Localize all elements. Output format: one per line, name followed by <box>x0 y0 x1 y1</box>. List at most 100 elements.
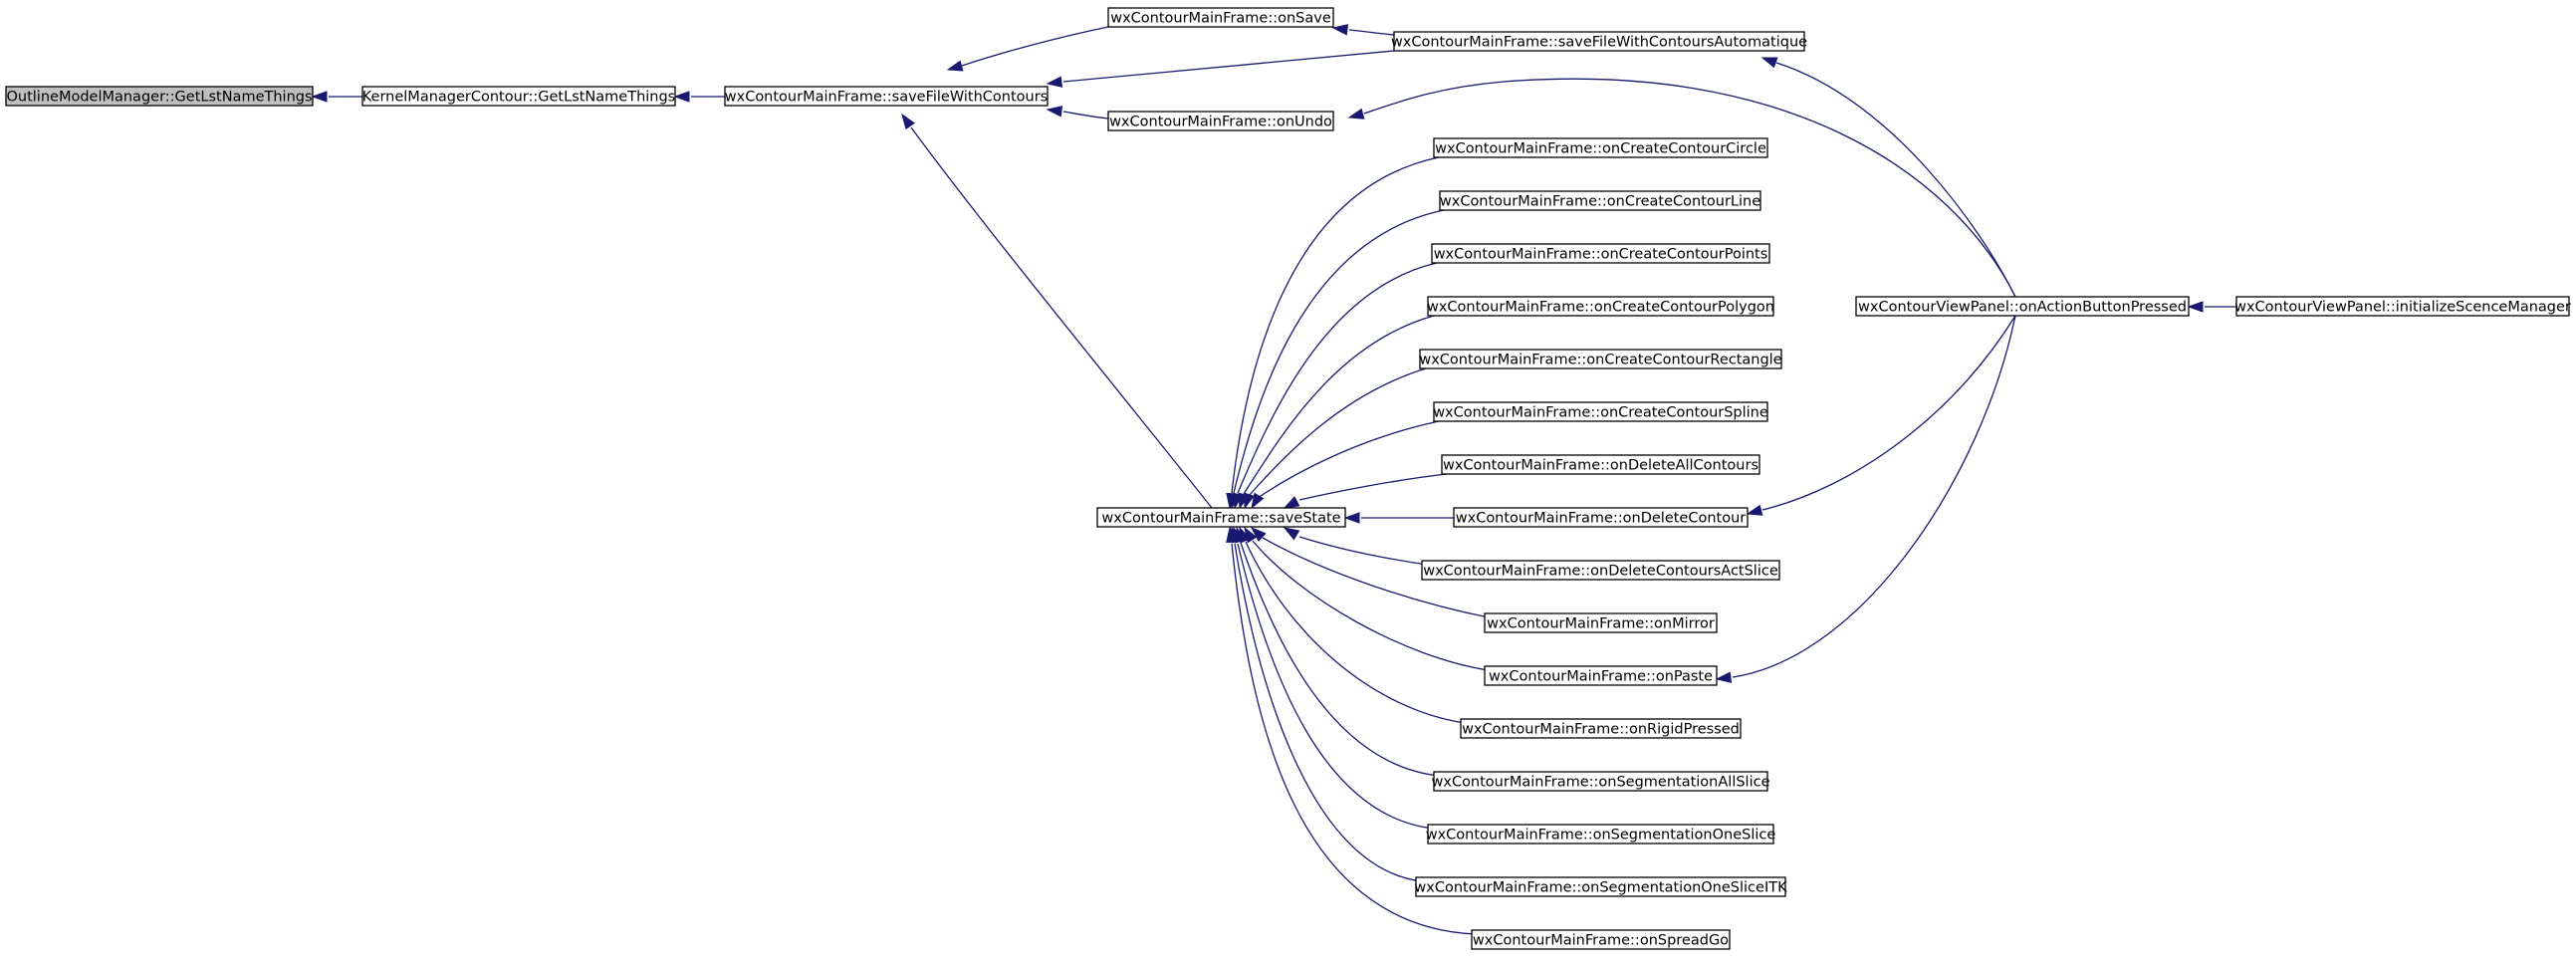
node-segOne[interactable]: wxContourMainFrame::onSegmentationOneSli… <box>1426 824 1776 844</box>
node-box <box>1421 560 1780 581</box>
node-label: OutlineModelManager::GetLstNameThings <box>6 90 312 106</box>
node-box <box>1439 190 1761 211</box>
node-box <box>2235 296 2570 317</box>
node-box <box>1427 296 1774 317</box>
node-sfwc[interactable]: wxContourMainFrame::saveFileWithContours <box>724 86 1049 107</box>
node-box <box>1484 612 1718 633</box>
node-box <box>1484 665 1718 686</box>
node-label: wxContourMainFrame::onSegmentationOneSli… <box>1426 828 1776 844</box>
node-sfwca[interactable]: wxContourMainFrame::saveFileWithContours… <box>1391 31 1807 52</box>
arrowhead <box>1283 496 1300 509</box>
node-label: wxContourMainFrame::onUndo <box>1109 115 1332 130</box>
node-paste[interactable]: wxContourMainFrame::onPaste <box>1484 665 1718 686</box>
node-box <box>724 86 1049 107</box>
edge-delAll-to-saveState <box>1283 473 1448 509</box>
node-rect[interactable]: wxContourMainFrame::onCreateContourRecta… <box>1419 349 1782 369</box>
arrowhead <box>1760 57 1778 69</box>
arrowhead <box>1244 492 1256 510</box>
edge-del-to-saveState <box>1343 512 1454 524</box>
node-label: wxContourMainFrame::onSave <box>1110 11 1331 27</box>
node-box <box>1433 137 1768 158</box>
node-kmc[interactable]: KernelManagerContour::GetLstNameThings <box>361 86 676 107</box>
arrowhead <box>1331 24 1349 36</box>
node-box <box>1393 31 1805 52</box>
edge-saveState-to-sfwc <box>901 113 1213 509</box>
node-label: wxContourMainFrame::onDeleteContoursActS… <box>1423 564 1778 580</box>
edge-segAll-to-saveState <box>1235 526 1440 777</box>
node-label: wxContourMainFrame::onPaste <box>1489 669 1713 685</box>
arrowhead <box>1226 526 1238 544</box>
node-label: wxContourMainFrame::onSegmentationOneSli… <box>1414 880 1787 896</box>
node-box <box>1855 296 2190 317</box>
arrowhead <box>946 60 964 72</box>
node-label: wxContourMainFrame::onCreateContourSplin… <box>1433 405 1768 421</box>
node-box <box>361 86 676 107</box>
node-delAct[interactable]: wxContourMainFrame::onDeleteContoursActS… <box>1421 560 1780 581</box>
edge-points-to-saveState <box>1232 262 1438 510</box>
node-box <box>5 86 314 107</box>
node-label: wxContourMainFrame::saveState <box>1101 511 1340 527</box>
node-action[interactable]: wxContourViewPanel::onActionButtonPresse… <box>1855 296 2190 317</box>
node-label: wxContourMainFrame::onSegmentationAllSli… <box>1432 775 1770 791</box>
node-box <box>1433 401 1768 422</box>
node-onUndo[interactable]: wxContourMainFrame::onUndo <box>1107 111 1334 131</box>
node-segAll[interactable]: wxContourMainFrame::onSegmentationAllSli… <box>1432 771 1770 792</box>
node-label: wxContourMainFrame::onCreateContourPoint… <box>1434 247 1768 263</box>
node-init[interactable]: wxContourViewPanel::initializeScenceMana… <box>2234 296 2571 317</box>
arrowhead <box>1746 504 1763 516</box>
node-segITK[interactable]: wxContourMainFrame::onSegmentationOneSli… <box>1414 876 1787 897</box>
edge-kmc-to-root <box>311 91 362 103</box>
edge-onSave-to-sfwc <box>946 26 1109 72</box>
node-box <box>1433 771 1768 792</box>
arrowhead <box>1343 512 1360 524</box>
edge-spread-to-saveState <box>1226 526 1477 935</box>
node-box <box>1107 111 1334 131</box>
node-label: wxContourMainFrame::onMirror <box>1487 616 1715 632</box>
node-box <box>1471 929 1731 950</box>
node-label: wxContourMainFrame::onCreateContourPolyg… <box>1427 300 1774 316</box>
edge-sfwc-to-kmc <box>673 91 725 103</box>
arrowhead <box>1251 492 1265 510</box>
node-line[interactable]: wxContourMainFrame::onCreateContourLine <box>1439 190 1761 211</box>
node-box <box>1441 454 1760 475</box>
node-polygon[interactable]: wxContourMainFrame::onCreateContourPolyg… <box>1427 296 1774 317</box>
node-label: wxContourMainFrame::saveFileWithContours <box>725 90 1048 106</box>
node-label: KernelManagerContour::GetLstNameThings <box>362 90 675 106</box>
arrowhead <box>1347 108 1365 120</box>
edge-action-to-sfwca <box>1760 57 2016 298</box>
arrowhead <box>1283 527 1300 541</box>
node-box <box>1453 507 1749 528</box>
node-points[interactable]: wxContourMainFrame::onCreateContourPoint… <box>1431 243 1770 264</box>
node-label: wxContourMainFrame::onDeleteAllContours <box>1443 458 1758 474</box>
node-delAll[interactable]: wxContourMainFrame::onDeleteAllContours <box>1441 454 1760 475</box>
node-saveState[interactable]: wxContourMainFrame::saveState <box>1096 507 1346 528</box>
edge-circle-to-saveState <box>1226 156 1440 510</box>
node-box <box>1096 507 1346 528</box>
node-spline[interactable]: wxContourMainFrame::onCreateContourSplin… <box>1433 401 1768 422</box>
node-spread[interactable]: wxContourMainFrame::onSpreadGo <box>1471 929 1731 950</box>
edge-spline-to-saveState <box>1251 420 1440 510</box>
node-label: wxContourViewPanel::onActionButtonPresse… <box>1858 300 2187 316</box>
edge-sfwca-to-onSave <box>1331 24 1395 36</box>
node-mirror[interactable]: wxContourMainFrame::onMirror <box>1484 612 1718 633</box>
node-root[interactable]: OutlineModelManager::GetLstNameThings <box>5 86 314 107</box>
node-rigid[interactable]: wxContourMainFrame::onRigidPressed <box>1460 718 1742 739</box>
node-onSave[interactable]: wxContourMainFrame::onSave <box>1107 7 1334 28</box>
node-box <box>1460 718 1742 739</box>
edge-rect-to-saveState <box>1244 367 1427 510</box>
node-circle[interactable]: wxContourMainFrame::onCreateContourCircl… <box>1433 137 1768 158</box>
node-label: wxContourMainFrame::onDeleteContour <box>1456 511 1747 527</box>
arrowhead <box>2187 301 2204 313</box>
edge-line-to-saveState <box>1228 209 1445 510</box>
edge-init-to-action <box>2187 301 2236 313</box>
node-del[interactable]: wxContourMainFrame::onDeleteContour <box>1453 507 1749 528</box>
edge-mirror-to-saveState <box>1250 526 1490 618</box>
edge-action-to-paste <box>1715 315 2016 683</box>
node-label: wxContourMainFrame::onRigidPressed <box>1462 722 1740 738</box>
node-label: wxContourMainFrame::onCreateContourRecta… <box>1419 353 1781 368</box>
arrowhead <box>1046 76 1063 88</box>
node-label: wxContourMainFrame::saveFileWithContours… <box>1391 35 1807 51</box>
arrowhead <box>901 113 915 130</box>
arrowhead <box>311 91 328 103</box>
